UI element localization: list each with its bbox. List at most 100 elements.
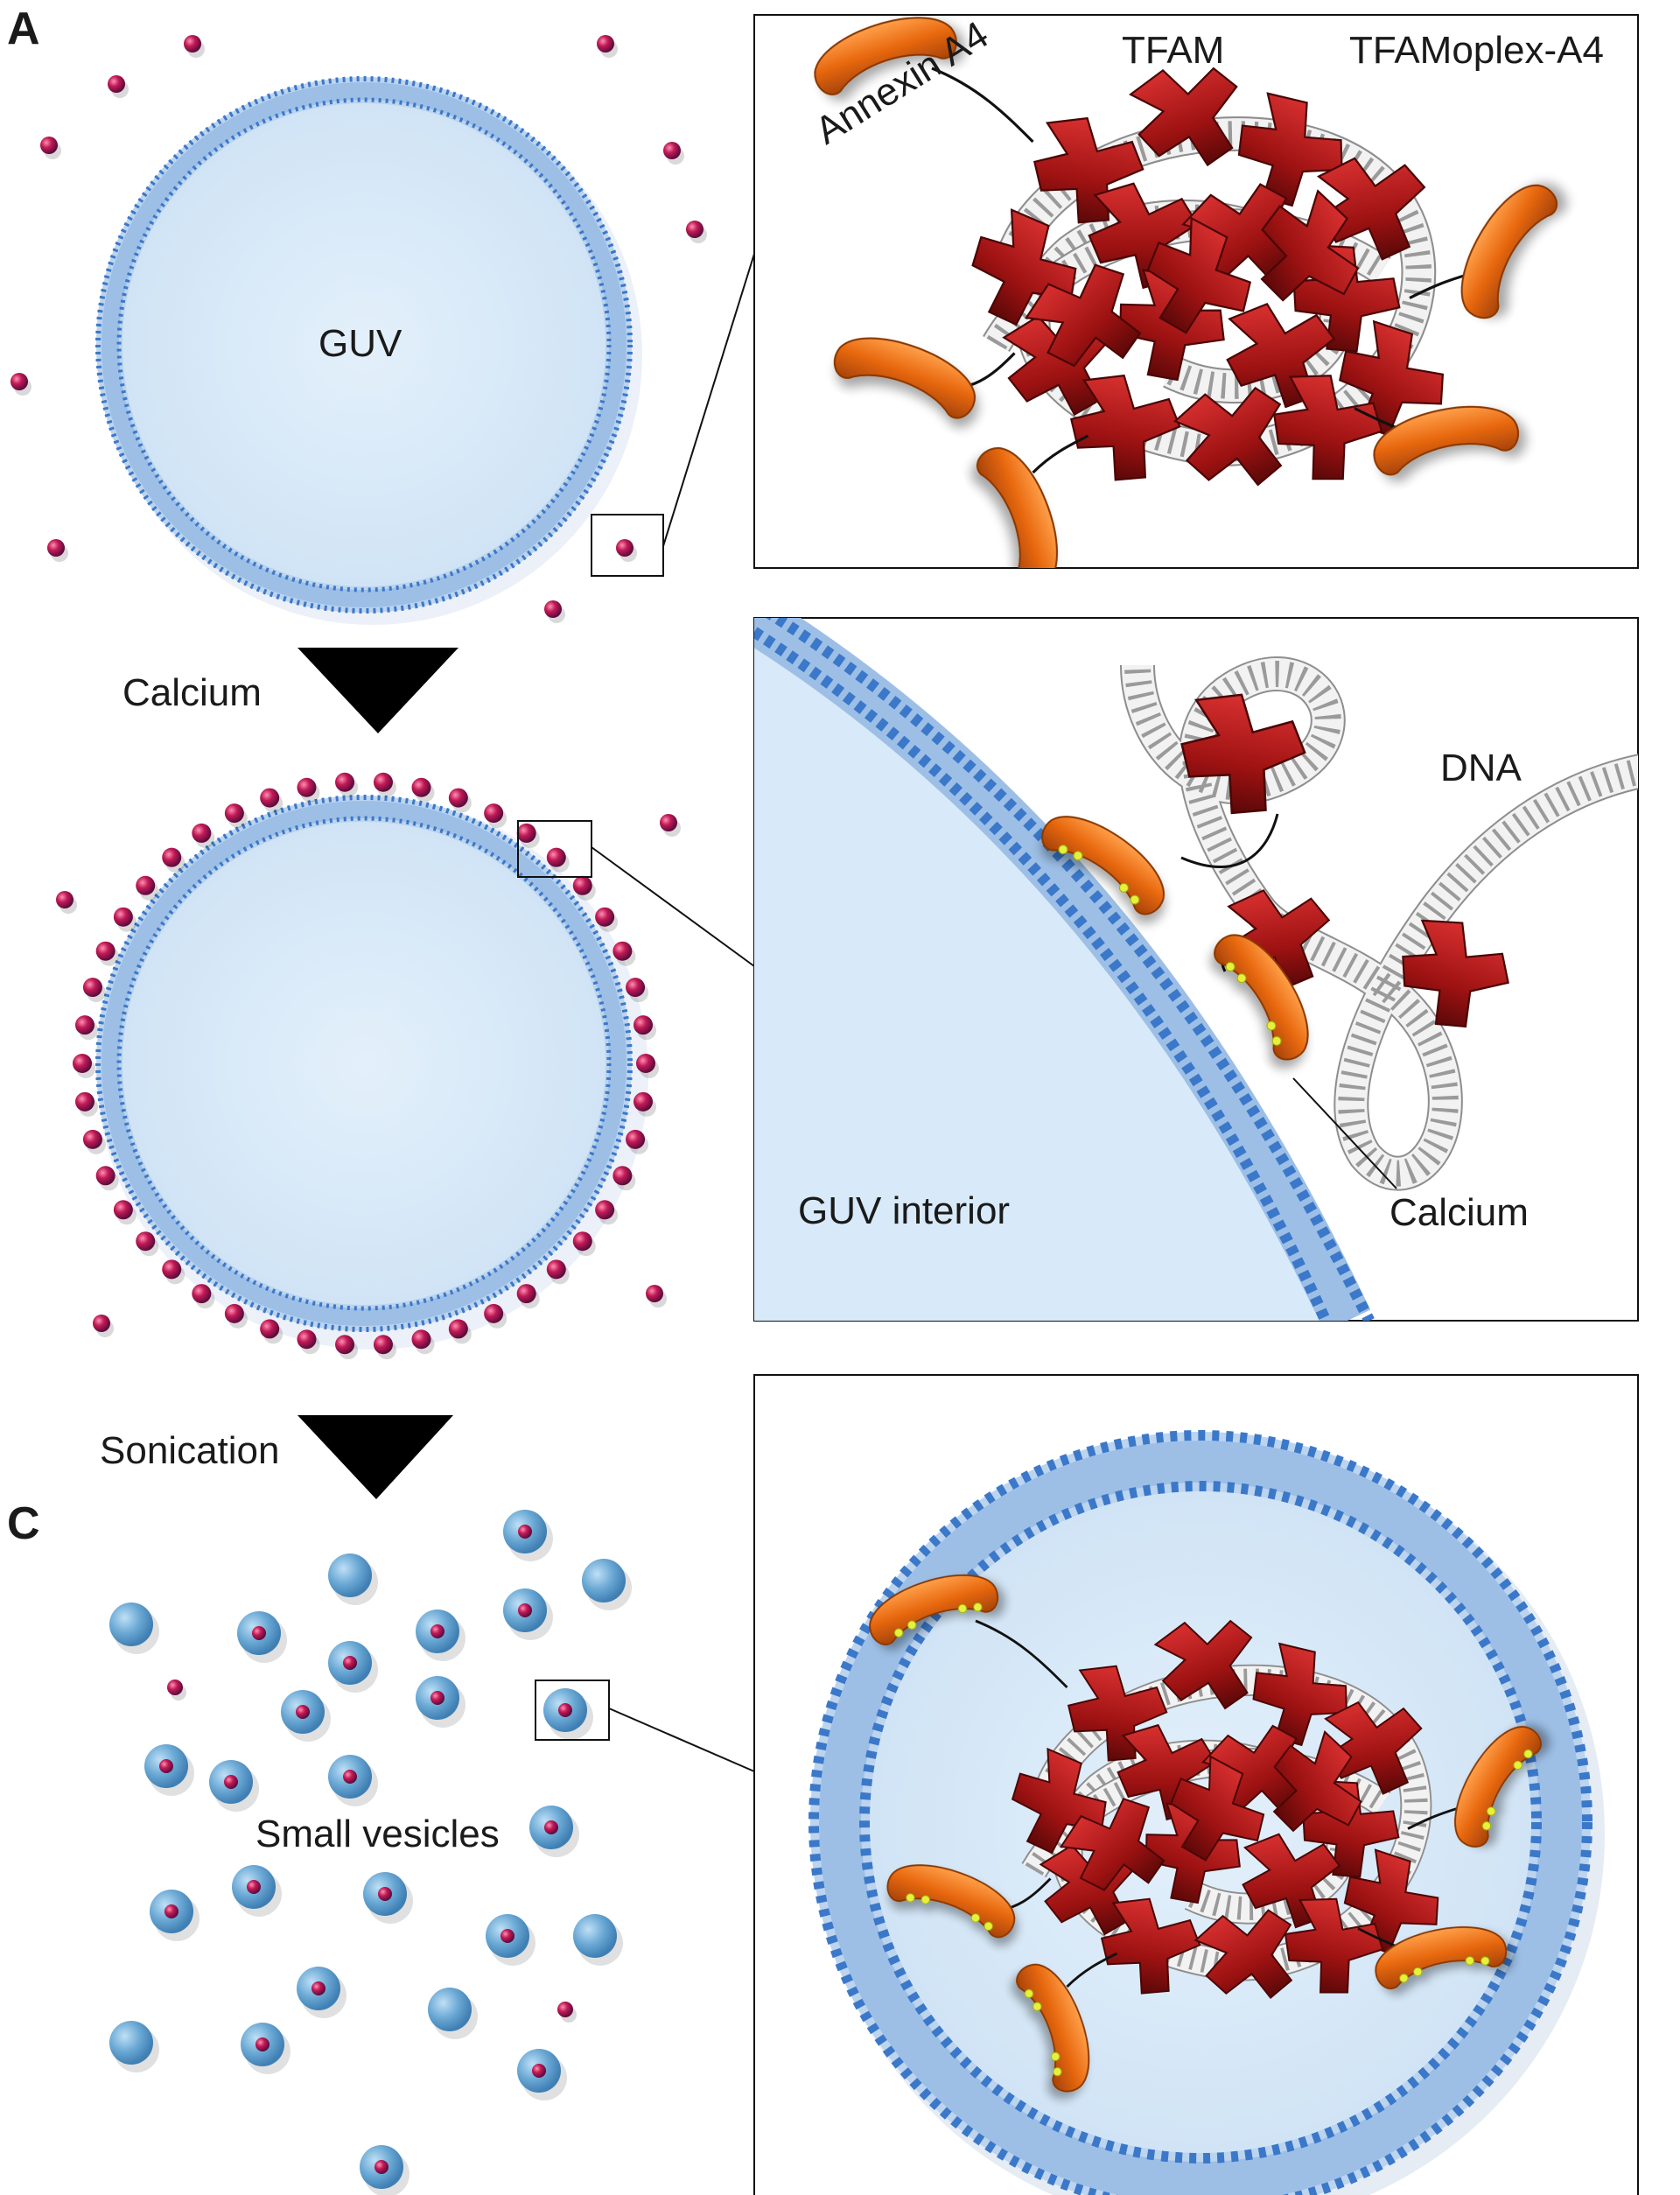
bound-complex-particle (572, 875, 592, 895)
bound-complex-particle (373, 772, 393, 792)
small-vesicle (573, 1914, 617, 1958)
tfam-protein (1100, 1897, 1201, 1995)
tfam-protein (971, 208, 1077, 326)
bound-complex-particle (192, 1284, 212, 1304)
bound-complex-particle (411, 777, 431, 797)
tfam-protein (1025, 263, 1142, 368)
bound-complex-particle (82, 978, 102, 998)
bound-complex-particle (572, 1231, 592, 1252)
annexin-a4 (1375, 1926, 1508, 1989)
bound-complex-particle (74, 1091, 94, 1112)
small-vesicle (109, 1602, 153, 1646)
guv-top-lumen (122, 103, 606, 586)
inset-encapsulated-complex (753, 1374, 1639, 2195)
tfam-protein (1011, 1747, 1107, 1855)
complex-particle (616, 539, 634, 557)
bound-complex-particle (516, 823, 536, 843)
free-complex-particles-middle (56, 814, 681, 1337)
bound-complex-particle (516, 1284, 536, 1304)
bound-complex-particle (113, 907, 133, 927)
small-vesicles-field (109, 1510, 632, 2195)
complex-particle (663, 142, 681, 159)
zoom-box-c (535, 1680, 610, 1741)
small-vesicle (109, 2021, 153, 2065)
bound-complex-particle (612, 941, 633, 961)
bound-complex-particle (335, 1335, 355, 1355)
bound-complex-particle (162, 1259, 182, 1280)
bound-complex-particle (260, 1319, 280, 1339)
tfam-protein (1059, 1798, 1166, 1891)
tfam-protein (1129, 67, 1238, 167)
tfam-protein (1067, 1665, 1168, 1762)
membrane-bound-particles (73, 772, 659, 1360)
bound-complex-particle (634, 1015, 654, 1035)
bound-complex-particle (113, 1200, 133, 1220)
tfam-protein (1272, 1730, 1362, 1833)
tfam-protein (1180, 693, 1306, 815)
complex-particle (686, 221, 704, 238)
complex-particle (56, 891, 74, 908)
bound-complex-particle (260, 788, 280, 808)
tfam-protein (1273, 375, 1383, 480)
dna-label: DNA (1440, 747, 1522, 789)
complex-particle (108, 75, 125, 93)
tfam-protein (1172, 386, 1283, 487)
bound-complex-particle (335, 772, 355, 792)
bound-complex-particle (73, 1054, 92, 1073)
bound-complex-particle (162, 847, 182, 867)
tfamoplex-a4-label: TFAMoplex-A4 (1349, 29, 1604, 72)
annexin-a4 (1373, 405, 1520, 476)
bound-complex-particle (634, 1091, 654, 1112)
complex-particle (544, 600, 562, 618)
guv-label: GUV (318, 322, 402, 365)
tfam-protein (1402, 919, 1509, 1028)
tfam-label: TFAM (1122, 29, 1224, 72)
bound-complex-particle (448, 788, 468, 808)
bound-complex-particle (297, 777, 317, 797)
tfam-protein (1194, 1909, 1293, 2000)
bound-complex-particle (74, 1015, 94, 1035)
complex-particle (40, 137, 58, 154)
bound-complex-particle (595, 1200, 615, 1220)
complex-particle (597, 35, 614, 53)
sonication-step-label: Sonication (100, 1429, 279, 1472)
tfam-protein (1032, 116, 1144, 224)
bound-complex-particle (136, 1231, 156, 1252)
inset-membrane-binding (753, 617, 1639, 1322)
sonication-arrow (298, 1415, 453, 1499)
bound-complex-particle (373, 1335, 393, 1355)
tfam-protein (1153, 1619, 1253, 1710)
calcium-arrow (298, 648, 458, 733)
annexin-a4 (1460, 184, 1558, 319)
bound-complex-particle (82, 1129, 102, 1149)
free-complex-particle (167, 1680, 183, 1695)
panel-letter-c: C (7, 1498, 40, 1549)
small-vesicle (582, 1559, 626, 1602)
free-complex-particle (557, 2002, 573, 2017)
bound-complex-particle (626, 1129, 646, 1149)
annexin-a4 (833, 337, 976, 419)
tfam-protein (1069, 374, 1181, 481)
guv-top (95, 76, 642, 625)
annexin-a4 (1454, 1726, 1542, 1848)
calcium-pointer (1292, 1077, 1397, 1189)
small-vesicle (428, 1988, 472, 2031)
panel-letter-a: A (7, 4, 40, 54)
bound-complex-particle (626, 978, 646, 998)
free-complex-particles-top (10, 35, 707, 623)
complex-particle (47, 539, 65, 557)
bound-complex-particle (95, 941, 116, 961)
bound-complex-particle (224, 803, 244, 824)
tfam-protein (1252, 1642, 1348, 1747)
small-vesicles-label: Small vesicles (256, 1813, 500, 1855)
bound-complex-particle (484, 1303, 504, 1323)
bound-complex-particle (448, 1319, 468, 1339)
tfam-protein (1237, 92, 1343, 207)
bound-complex-particle (484, 803, 504, 824)
tfam-protein (1146, 216, 1252, 334)
annexin-a4 (869, 1574, 999, 1645)
complex-particle (10, 373, 28, 390)
annexin-a4 (976, 446, 1058, 568)
calcium-step-label: Calcium (122, 671, 262, 714)
